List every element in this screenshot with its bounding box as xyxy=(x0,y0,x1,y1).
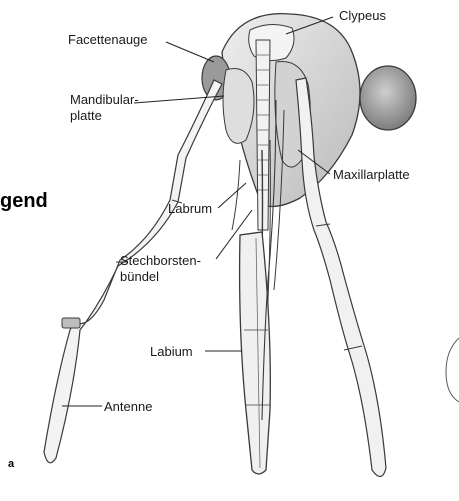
label-mandibular-line2: platte xyxy=(70,108,102,123)
mandibular-plate xyxy=(223,69,254,144)
label-maxillarplatte: Maxillarplatte xyxy=(333,167,410,182)
label-labrum: Labrum xyxy=(168,201,212,216)
label-clypeus: Clypeus xyxy=(339,8,386,23)
label-stechborsten-line2: bündel xyxy=(120,269,159,284)
label-facettenauge: Facettenauge xyxy=(68,32,148,47)
cut-off-side-text: gend xyxy=(0,190,48,213)
label-mandibular-line1: Mandibular- xyxy=(70,92,139,107)
label-antenne: Antenne xyxy=(104,399,152,414)
panel-letter: a xyxy=(8,458,14,470)
edge-arc xyxy=(446,338,459,402)
clypeus-shape xyxy=(249,24,294,60)
label-stechborsten-line1: Stechborsten- xyxy=(120,253,201,268)
compound-eye-right xyxy=(360,66,416,130)
labium-proboscis xyxy=(240,232,271,474)
label-labium: Labium xyxy=(150,344,193,359)
